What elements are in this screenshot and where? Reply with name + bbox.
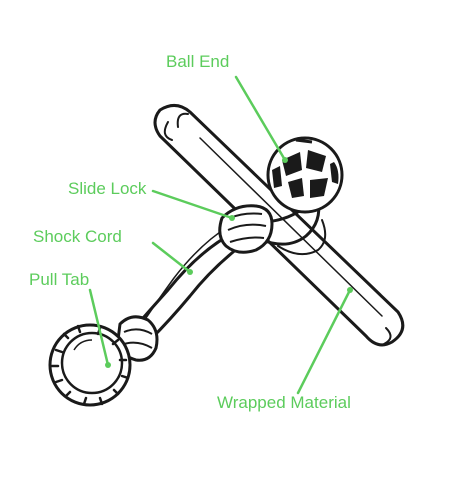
label-slide-lock: Slide Lock [68, 179, 147, 198]
leader-dot-shock-cord [187, 269, 193, 275]
pull-tab [48, 323, 132, 407]
wrapped-material-tube [153, 104, 405, 347]
leader-lines [88, 75, 352, 395]
slide-lock [218, 204, 274, 254]
leader-dot-pull-tab [105, 362, 111, 368]
leader-line-slide-lock [151, 189, 234, 220]
leader-dots [105, 157, 353, 368]
leader-dot-ball-end [282, 157, 288, 163]
leader-line-ball-end [234, 75, 287, 162]
label-ball-end: Ball End [166, 52, 230, 71]
shock-cord [134, 184, 327, 342]
label-pull-tab: Pull Tab [29, 270, 90, 289]
leader-line-wrapped-material [296, 288, 352, 395]
leader-line-shock-cord [151, 241, 192, 274]
leader-line-pull-tab [88, 288, 110, 367]
leader-dot-slide-lock [229, 215, 235, 221]
leader-dot-wrapped-material [347, 287, 353, 293]
label-wrapped-material: Wrapped Material [217, 393, 351, 412]
label-shock-cord: Shock Cord [33, 227, 122, 246]
ball-end [266, 136, 344, 214]
